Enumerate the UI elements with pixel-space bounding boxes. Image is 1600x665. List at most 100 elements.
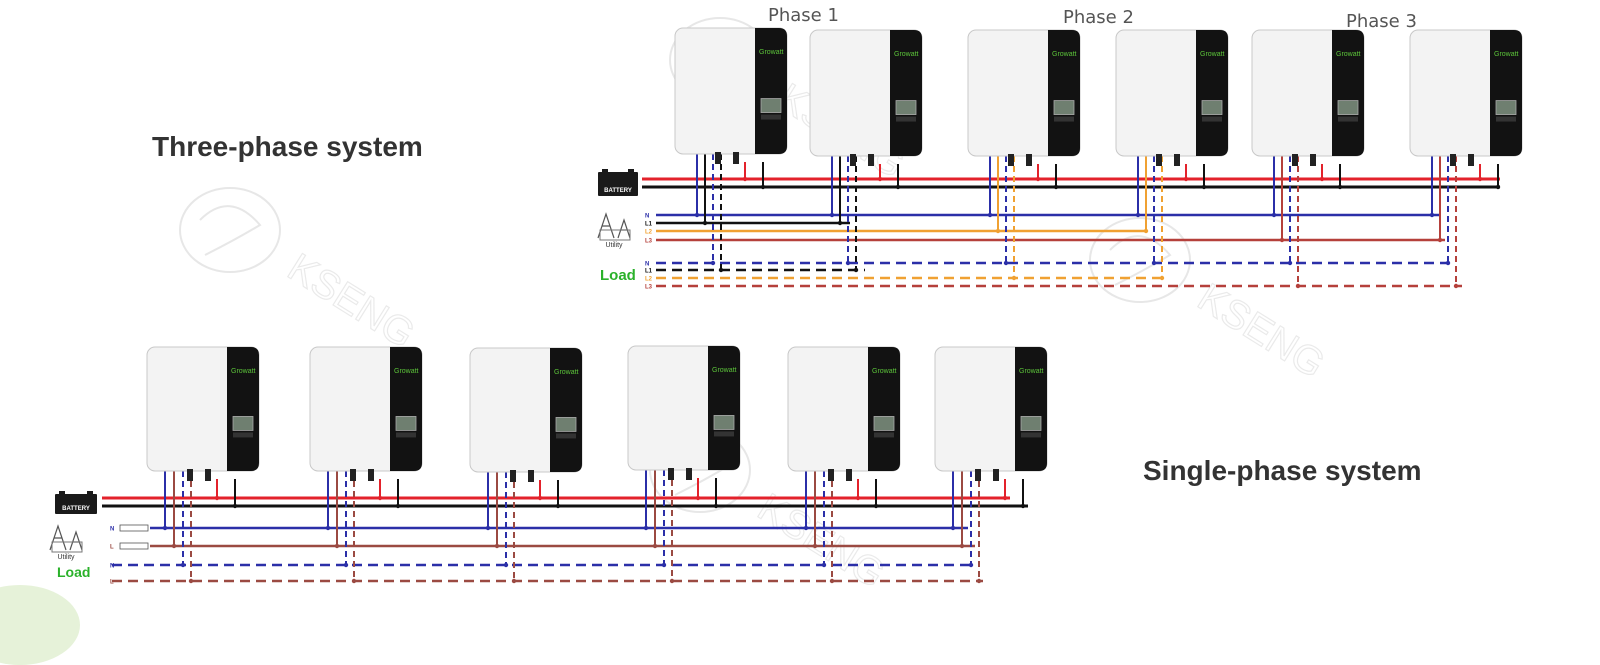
junction-dot [1495, 184, 1501, 190]
legend: BATTERYUtilityLoadNL1L2L3NL1L2L3BATTERYU… [49, 169, 653, 586]
negative-terminal [1026, 154, 1032, 166]
inverter-panel [890, 30, 922, 156]
positive-terminal [510, 470, 516, 482]
single-phase-wiring [102, 470, 1028, 584]
battery-icon-three: BATTERY [598, 169, 638, 196]
inverter-single-5: Growatt [787, 346, 901, 481]
inverter-buttons [714, 431, 734, 437]
inverter-panel [755, 28, 787, 154]
junction-dot [652, 543, 658, 549]
junction-dot [1053, 184, 1059, 190]
junction-dot [837, 220, 843, 226]
junction-dot [1445, 260, 1451, 266]
junction-dot [829, 212, 835, 218]
watermark-logo [179, 187, 281, 273]
junction-dot [1159, 275, 1165, 281]
inverter-three-5: Growatt [1251, 29, 1365, 166]
negative-terminal [733, 152, 739, 164]
junction-dot [987, 212, 993, 218]
inverter-buttons [556, 433, 576, 439]
positive-terminal [350, 469, 356, 481]
utility-line-label: N [645, 214, 649, 220]
pylon-icon [49, 524, 83, 551]
inverter-panel [1332, 30, 1364, 156]
junction-dot [485, 525, 491, 531]
junction-dot [1271, 212, 1277, 218]
inverter-display [895, 100, 917, 115]
junction-dot [995, 228, 1001, 234]
load-line-label: L3 [645, 285, 653, 291]
inverter-display [555, 417, 577, 432]
inverter-brand: Growatt [894, 51, 919, 58]
junction-dot [343, 562, 349, 568]
load-line-label: L1 [645, 269, 653, 275]
positive-terminal [1450, 154, 1456, 166]
junction-dot [503, 562, 509, 568]
negative-terminal [1468, 154, 1474, 166]
junction-dot [829, 578, 835, 584]
junction-dot [377, 495, 383, 501]
inverter-brand: Growatt [1336, 51, 1361, 58]
utility-line-label: L [110, 545, 114, 551]
wiring-diagram: KSENGKSENGKSENGKSENG GrowattGrowattGrowa… [49, 17, 1523, 597]
utility-line-label: N [110, 527, 114, 533]
load-line-label: N [110, 564, 114, 570]
junction-dot [1295, 283, 1301, 289]
junction-dot [180, 562, 186, 568]
junction-dot [718, 267, 724, 273]
positive-terminal [1292, 154, 1298, 166]
junction-dot [1020, 503, 1026, 509]
inverter-three-2: Growatt [809, 29, 923, 166]
inverter-buttons [874, 432, 894, 438]
watermark-text: KSENG [280, 245, 422, 357]
battery-pole [59, 491, 65, 494]
three-phase-title: Three-phase system [152, 131, 423, 162]
inverter-buttons [1338, 116, 1358, 122]
junction-dot [1003, 260, 1009, 266]
inverter-panel [868, 347, 900, 471]
inverter-display [1053, 100, 1075, 115]
substation-icon [51, 541, 83, 553]
junction-dot [188, 578, 194, 584]
breaker-icon [119, 542, 149, 550]
load-line-label: L2 [645, 277, 653, 283]
junction-dot [950, 525, 956, 531]
watermark: KSENG [179, 187, 423, 357]
three-phase-wiring [642, 154, 1501, 289]
utility-line-label: L1 [645, 222, 653, 228]
inverter-panel [1015, 347, 1047, 471]
junction-dot [1319, 176, 1325, 182]
junction-dot [511, 578, 517, 584]
negative-terminal [368, 469, 374, 481]
junction-dot [877, 176, 883, 182]
junction-dot [351, 578, 357, 584]
positive-terminal [1156, 154, 1162, 166]
inverter-brand: Growatt [1494, 51, 1519, 58]
inverter-display [1020, 416, 1042, 431]
junction-dot [1337, 184, 1343, 190]
junction-dot [1453, 283, 1459, 289]
junction-dot [537, 495, 543, 501]
battery-case [598, 172, 638, 196]
battery-label: BATTERY [604, 188, 632, 194]
utility-icon-single: Utility [49, 524, 83, 561]
junction-dot [1135, 212, 1141, 218]
inverter-brand: Growatt [712, 367, 737, 374]
inverter-brand: Growatt [759, 49, 784, 56]
load-line-label: N [645, 262, 649, 268]
inverter-single-4: Growatt [627, 345, 741, 480]
negative-terminal [993, 469, 999, 481]
junction-dot [976, 578, 982, 584]
inverter-single-6: Growatt [934, 346, 1048, 481]
junction-dot [1143, 228, 1149, 234]
load-line-label: L [110, 580, 114, 586]
utility-label: Utility [605, 242, 623, 249]
junction-dot [713, 503, 719, 509]
breaker-icon [119, 524, 149, 532]
inverter-brand: Growatt [1052, 51, 1077, 58]
inverter-three-4: Growatt [1115, 29, 1229, 166]
inverter-display [873, 416, 895, 431]
junction-dot [1011, 275, 1017, 281]
junction-dot [334, 543, 340, 549]
inverter-display [713, 415, 735, 430]
